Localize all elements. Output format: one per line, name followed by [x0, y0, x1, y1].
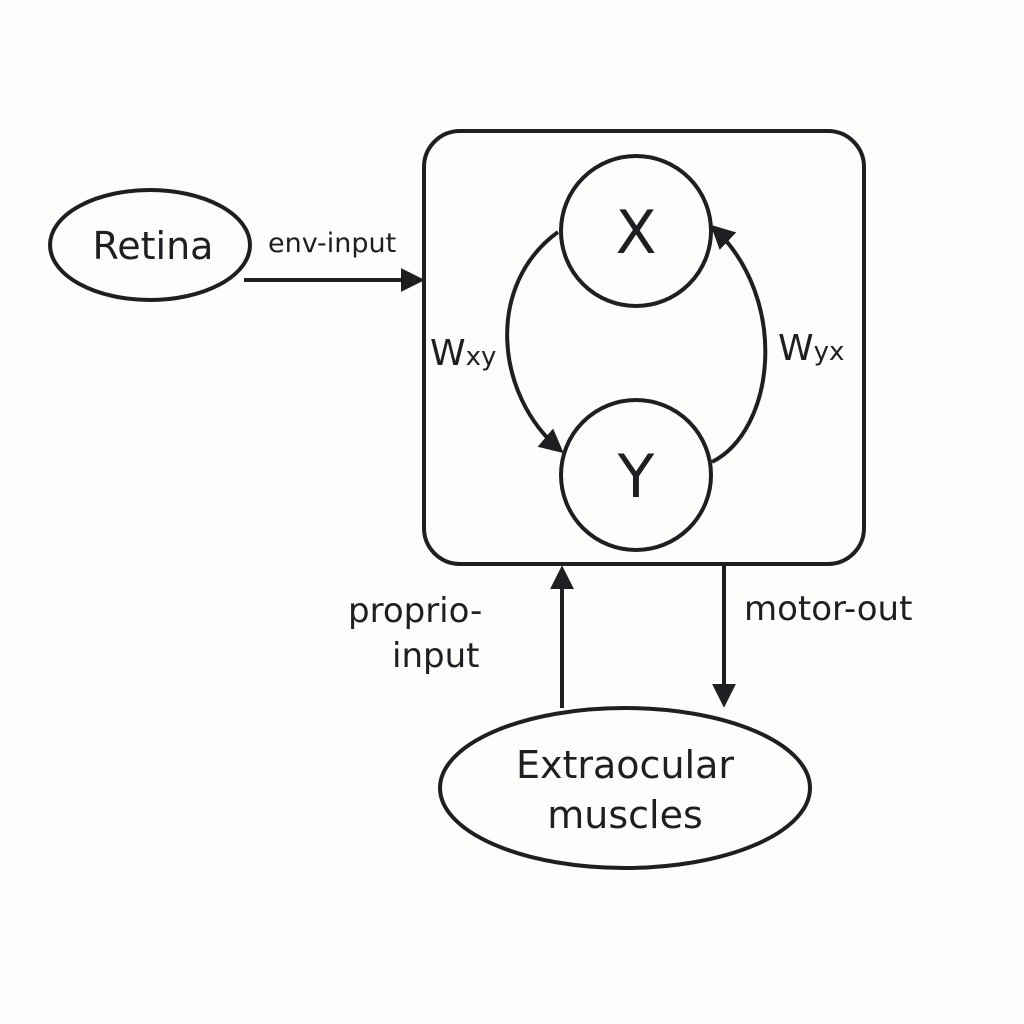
w-xy-sub: xy	[466, 342, 497, 372]
y-node-label: Y	[617, 442, 655, 512]
w-yx-arrow	[710, 224, 768, 464]
w-yx-label: Wyx	[778, 328, 844, 369]
w-xy-label: Wxy	[430, 333, 496, 374]
motor-out-label: motor-out	[744, 589, 912, 629]
extraocular-muscles-label-line1: Extraocular	[516, 743, 734, 787]
x-node-label: X	[615, 198, 656, 268]
retina-label: Retina	[93, 224, 214, 268]
w-yx-sub: yx	[814, 337, 845, 367]
extraocular-muscles-node	[438, 706, 812, 870]
w-yx-main: W	[778, 328, 814, 369]
w-xy-main: W	[430, 333, 466, 374]
proprio-input-label-line2: input	[392, 636, 479, 676]
env-input-label: env-input	[268, 228, 396, 259]
extraocular-muscles-label-line2: muscles	[547, 793, 703, 837]
w-xy-arrow	[505, 230, 564, 454]
y-node	[559, 398, 713, 552]
retina-node	[48, 188, 252, 302]
proprio-input-label-line1: proprio-	[348, 591, 482, 631]
network-box	[422, 129, 866, 566]
